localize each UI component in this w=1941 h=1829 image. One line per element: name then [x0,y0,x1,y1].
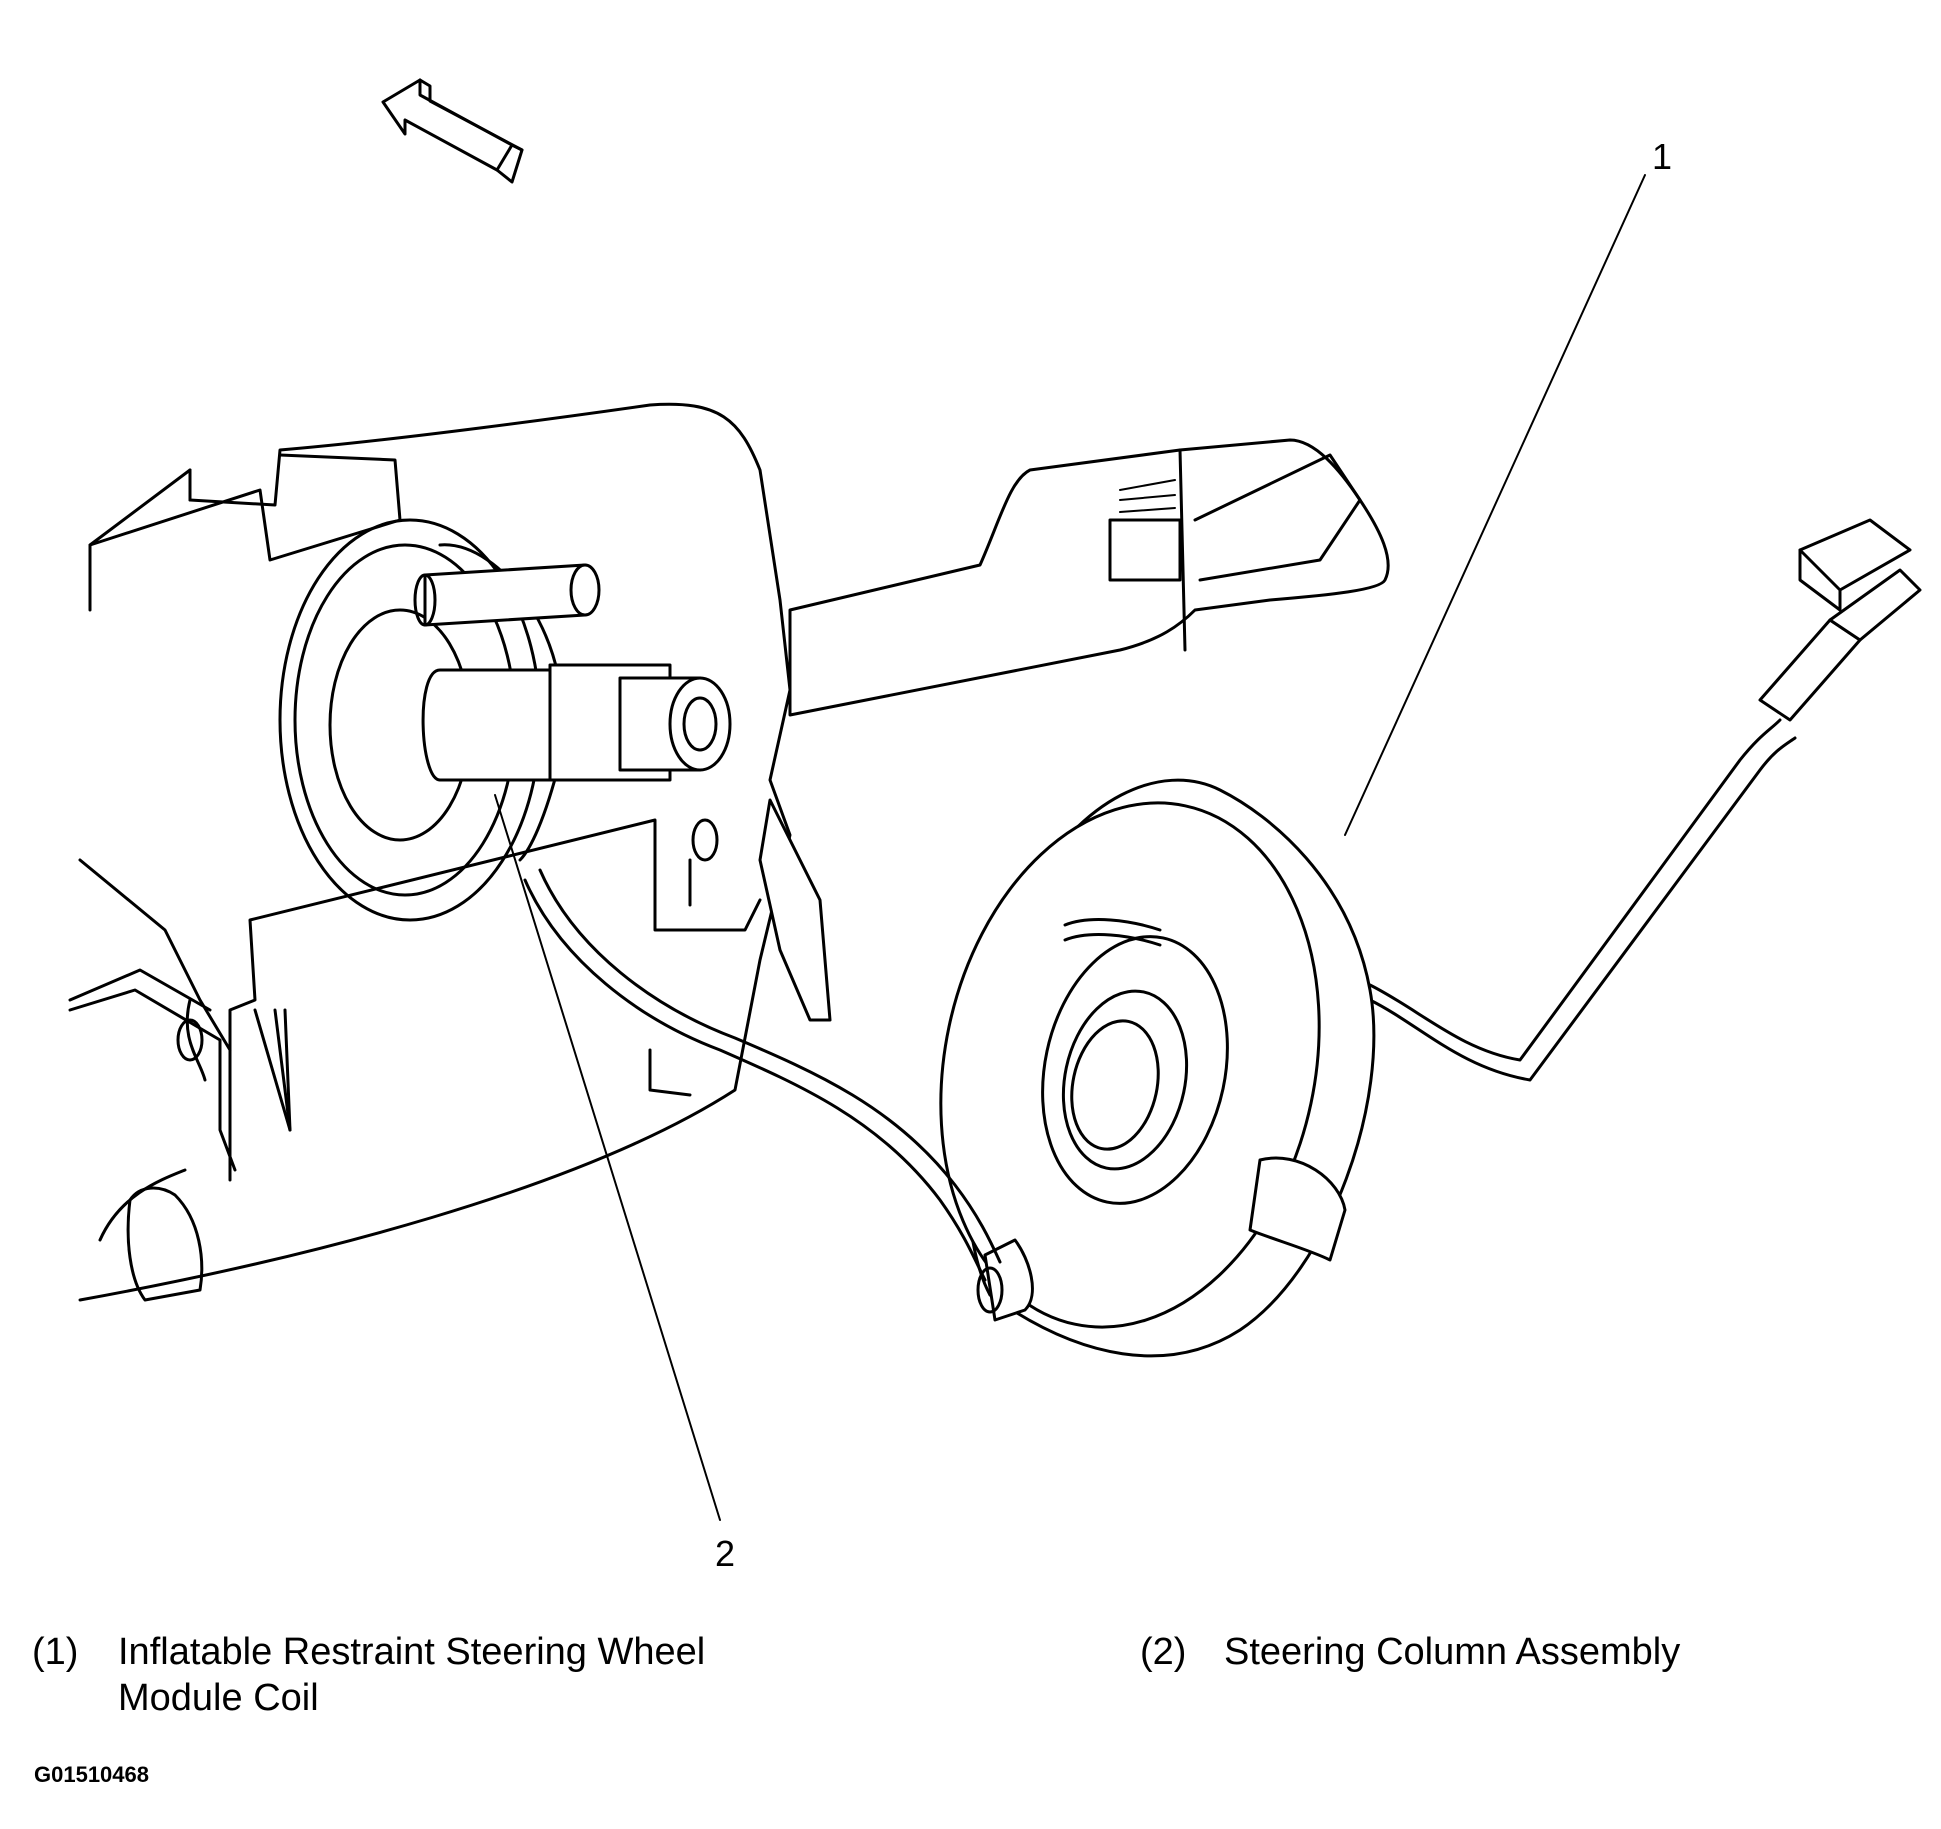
legend-item-1: (1) Inflatable Restraint Steering Wheel … [32,1628,932,1728]
callout-label-2: 2 [715,1533,736,1574]
steering-column-assembly [68,402,1390,1302]
callout-leader-1 [1344,174,1646,836]
inflatable-restraint-coil [523,518,1922,1358]
legend-text-line: Steering Column Assembly [1224,1631,1681,1673]
legend-number: (1) [32,1631,79,1673]
legend-item-2: (2) Steering Column Assembly [1140,1628,1840,1678]
callout-leader-2 [494,794,721,1521]
legend-number: (2) [1140,1631,1187,1673]
front-direction-arrow-icon [381,78,524,184]
legend-text-line: Module Coil [118,1677,319,1719]
figure-id: G01510468 [34,1762,149,1787]
callout-label-1: 1 [1652,136,1673,177]
legend-text-line: Inflatable Restraint Steering Wheel [118,1631,706,1673]
